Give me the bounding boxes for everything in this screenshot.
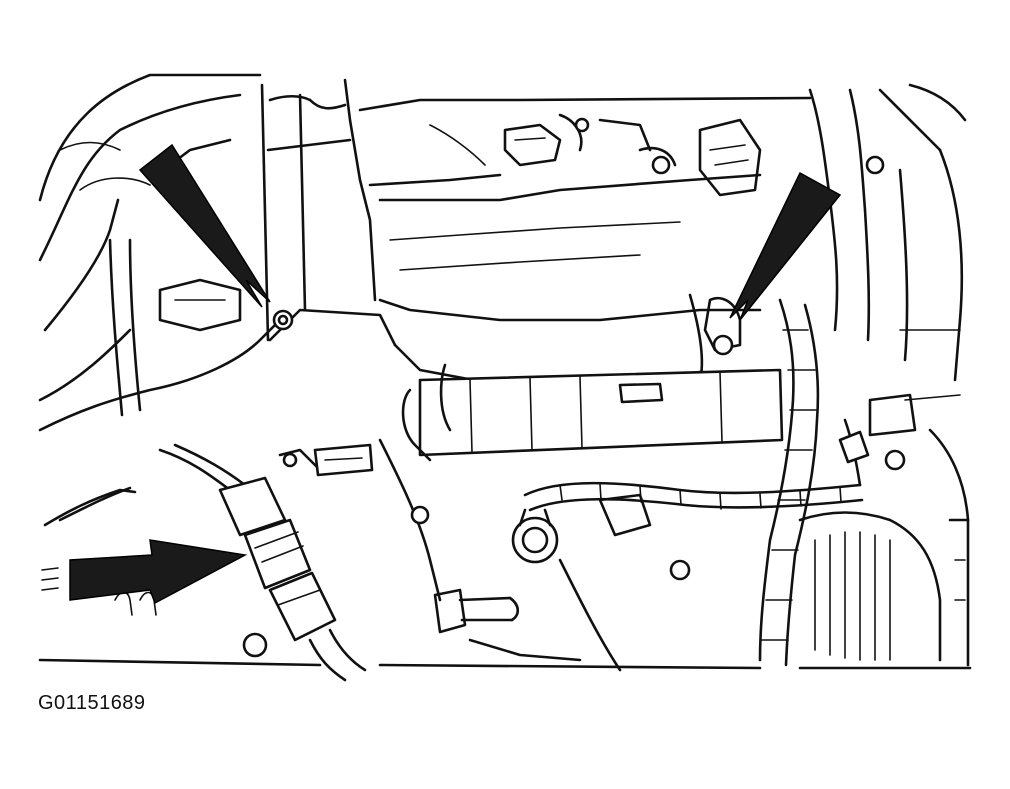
arrow-connector	[69, 539, 248, 605]
arrow-left-fastener	[138, 143, 271, 308]
arrow-right-fastener	[729, 171, 842, 321]
engine-linework	[38, 73, 972, 682]
callout-arrows	[69, 143, 842, 605]
figure-id-label: G01151689	[38, 692, 146, 714]
